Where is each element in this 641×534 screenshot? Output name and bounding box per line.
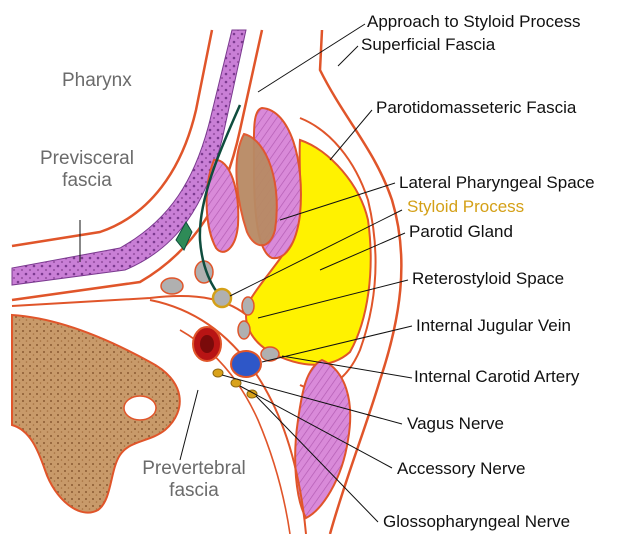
small-node-1 [161, 278, 183, 294]
label-glossopharyngeal-nerve: Glossopharyngeal Nerve [383, 512, 570, 532]
leader-prevertebral [180, 390, 198, 460]
vagus-nerve-shape [213, 369, 223, 377]
region-label-prevertebral: Prevertebral fascia [124, 458, 264, 502]
vertebral-foramen [124, 396, 156, 420]
label-internal-carotid-artery: Internal Carotid Artery [414, 367, 579, 387]
label-internal-jugular-vein: Internal Jugular Vein [416, 316, 571, 336]
label-parotid-gland: Parotid Gland [409, 222, 513, 242]
label-superficial-fascia: Superficial Fascia [361, 35, 495, 55]
leader-approach [258, 24, 365, 92]
label-lateral-pharyngeal-space: Lateral Pharyngeal Space [399, 173, 595, 193]
stylo-node-2 [238, 321, 250, 339]
region-label-prevertebral-line2: fascia [124, 480, 264, 502]
region-label-previsceral-line1: Previsceral [27, 148, 147, 170]
label-vagus-nerve: Vagus Nerve [407, 414, 504, 434]
label-parotidomasseteric-fascia: Parotidomasseteric Fascia [376, 98, 576, 118]
label-reterostyloid-space: Reterostyloid Space [412, 269, 564, 289]
stylo-node [242, 297, 254, 315]
region-label-previsceral: Previsceral fascia [27, 148, 147, 192]
leader-ica [282, 356, 412, 378]
region-label-pharynx: Pharynx [62, 70, 132, 92]
internal-jugular-vein-shape [231, 351, 261, 377]
leader-superficial [338, 46, 358, 66]
label-accessory-nerve: Accessory Nerve [397, 459, 525, 479]
styloid-process-shape [213, 289, 231, 307]
label-styloid-process: Styloid Process [407, 197, 524, 217]
region-label-previsceral-line2: fascia [27, 170, 147, 192]
leader-parotidomasseteric [330, 110, 372, 160]
label-approach-styloid: Approach to Styloid Process [367, 12, 581, 32]
region-label-prevertebral-line1: Prevertebral [124, 458, 264, 480]
